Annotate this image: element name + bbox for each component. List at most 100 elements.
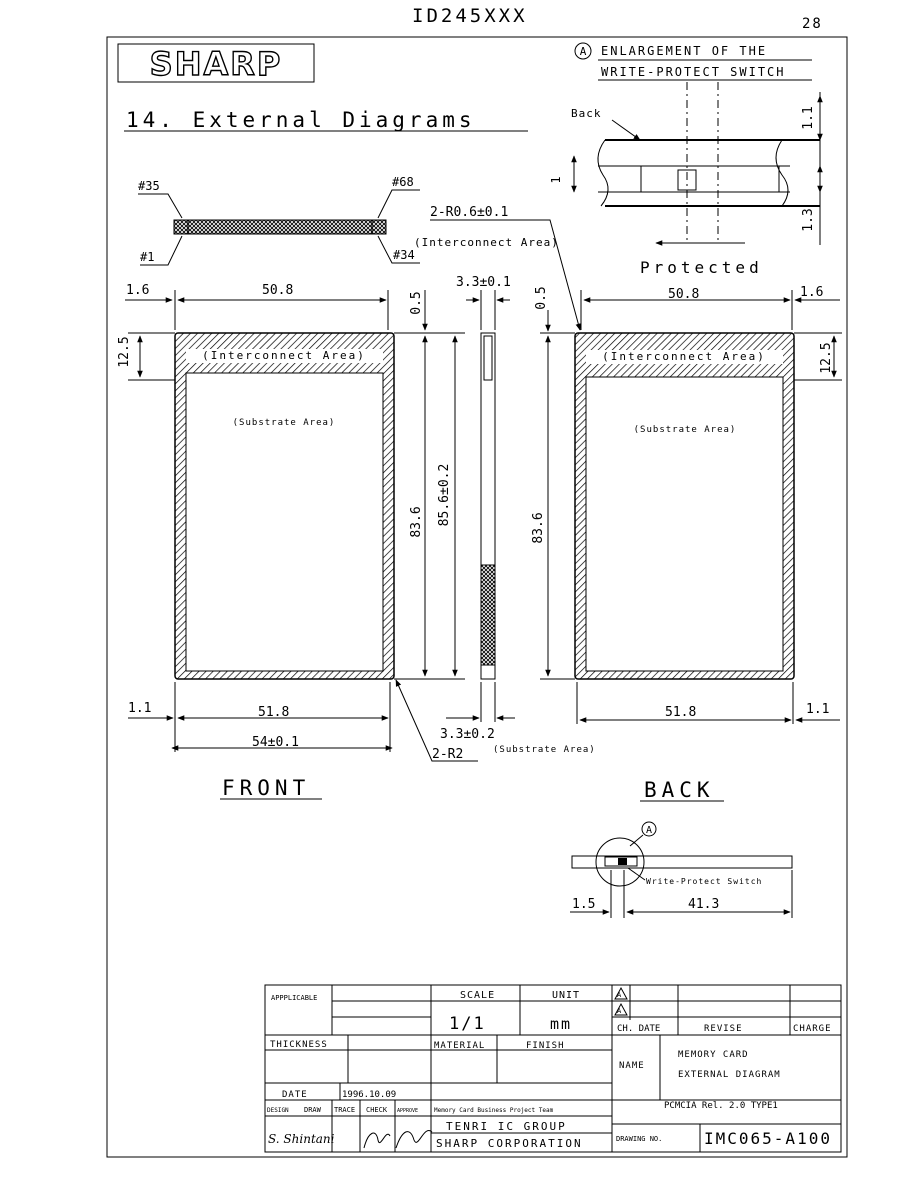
switch-detail-circle (595, 837, 645, 887)
scale-label: SCALE (460, 990, 495, 1001)
front-dim-1-1: 1.1 (128, 701, 151, 716)
back-interconnect-label: (Interconnect Area) (602, 350, 766, 363)
material-label: MATERIAL (434, 1041, 485, 1051)
switch-location-view: A Write-Protect Switch 1.5 41.3 (570, 821, 793, 918)
group-name: TENRI IC GROUP (446, 1120, 567, 1133)
connector-edge-view: #35 #68 #1 #34 (138, 175, 420, 266)
back-dim-1-1: 1.1 (806, 702, 829, 717)
pin-34-label: #34 (393, 248, 415, 262)
drawing-frame (106, 36, 848, 1158)
front-dim-50-8: 50.8 (262, 283, 293, 298)
section-title: 14. External Diagrams (126, 108, 476, 132)
charge-label: CHARGE (793, 1024, 832, 1034)
applicable-label: APPPLICABLE (271, 994, 317, 1002)
back-label: Back (571, 107, 602, 120)
scale-value: 1/1 (449, 1014, 486, 1034)
rev-mark-1: A (617, 991, 622, 999)
corner-radius-callout: 2-R0.6±0.1 (430, 205, 508, 220)
front-dim-54: 54±0.1 (252, 735, 299, 750)
revision-triangle-2 (614, 1002, 628, 1016)
back-dim-1-6: 1.6 (800, 285, 823, 300)
check-signature-scribble (395, 1129, 433, 1149)
date-value: 1996.10.09 (342, 1090, 396, 1100)
draw-label: DRAW (304, 1106, 322, 1114)
switch-dim-1-5: 1.5 (572, 897, 595, 912)
thickness-top-dim: 3.3±0.1 (456, 275, 511, 290)
design-label: DESIGN (267, 1107, 289, 1114)
front-dim-0-5: 0.5 (409, 291, 424, 314)
corner-r2-callout: 2-R2 (432, 747, 463, 762)
dim-mid-1: 1 (549, 176, 563, 183)
finish-label: FINISH (526, 1041, 565, 1051)
document-number: ID245XXX (412, 5, 528, 27)
drawing-number: IMC065-A100 (704, 1129, 832, 1148)
sharp-logo: SHARP (117, 43, 315, 84)
dim-top-1-1: 1.1 (801, 106, 816, 129)
front-substrate-label: (Substrate Area) (233, 418, 336, 428)
back-substrate-area (585, 376, 784, 672)
revision-triangle-1 (614, 986, 628, 1000)
pin-35-label: #35 (138, 179, 160, 193)
back-dim-51-8: 51.8 (665, 705, 696, 720)
back-dim-83-6: 83.6 (531, 512, 546, 543)
trace-signature-scribble (363, 1132, 391, 1149)
page-number: 28 (802, 16, 823, 32)
front-dim-1-6: 1.6 (126, 283, 149, 298)
front-substrate-area (185, 372, 384, 672)
unit-label: UNIT (552, 990, 580, 1001)
enlargement-title-line1: ENLARGEMENT OF THE (601, 44, 767, 58)
back-substrate-label: (Substrate Area) (634, 425, 737, 435)
designer-signature: S. Shintani (268, 1132, 335, 1146)
front-dim-51-8: 51.8 (258, 705, 289, 720)
side-view: 3.3±0.1 3.3±0.2 (Substrate Area) (440, 275, 596, 755)
enlargement-title-line2: WRITE-PROTECT SWITCH (601, 65, 786, 79)
marker-a-2-label: A (646, 825, 652, 836)
write-protect-switch-label: Write-Protect Switch (646, 877, 762, 886)
marker-circle-a-2 (641, 821, 657, 837)
back-label: BACK (644, 778, 715, 802)
card-side-profile (480, 332, 496, 680)
back-view: (Interconnect Area) (Substrate Area) 50.… (531, 285, 842, 802)
back-dim-50-8: 50.8 (668, 287, 699, 302)
drawing-no-label: DRAWING NO. (616, 1135, 662, 1143)
thickness-label: THICKNESS (270, 1040, 328, 1050)
switch-dim-41-3: 41.3 (688, 897, 719, 912)
switch-slot (640, 165, 780, 193)
ch-date-label: CH. DATE (617, 1024, 660, 1034)
spec-text: PCMCIA Rel. 2.0 TYPE1 (664, 1101, 778, 1111)
marker-a-label: A (580, 45, 587, 58)
dim-bottom-1-3: 1.3 (801, 208, 816, 231)
back-dim-0-5: 0.5 (534, 286, 549, 309)
name-label: NAME (619, 1061, 645, 1071)
name-line1: MEMORY CARD (678, 1050, 749, 1060)
svg-text:SHARP: SHARP (150, 45, 283, 83)
title-block: APPPLICABLE SCALE 1/1 UNIT mm A A CH. DA… (264, 984, 842, 1153)
thickness-bottom-dim: 3.3±0.2 (440, 727, 495, 742)
card-edge (571, 855, 793, 869)
name-line2: EXTERNAL DIAGRAM (678, 1070, 781, 1080)
rev-mark-2: A (617, 1007, 622, 1015)
front-dim-83-6: 83.6 (409, 506, 424, 537)
pin-1-label: #1 (140, 250, 154, 264)
trace-label: TRACE (334, 1106, 355, 1114)
date-label: DATE (282, 1090, 308, 1100)
pin-68-label: #68 (392, 175, 414, 189)
back-dim-12-5: 12.5 (819, 342, 834, 373)
unit-value: mm (550, 1015, 572, 1033)
revise-label: REVISE (704, 1024, 743, 1034)
marker-circle-a (574, 42, 592, 60)
front-dim-12-5: 12.5 (117, 336, 132, 367)
company-name: SHARP CORPORATION (436, 1137, 583, 1150)
front-label: FRONT (222, 776, 310, 800)
front-view: (Interconnect Area) (Substrate Area) 50.… (117, 283, 465, 800)
approve-label: APPROVE (397, 1108, 418, 1114)
substrate-area-callout: (Substrate Area) (493, 745, 596, 755)
protected-label: Protected (640, 258, 763, 277)
front-interconnect-label: (Interconnect Area) (202, 349, 366, 362)
check-label: CHECK (366, 1106, 388, 1114)
interconnect-area-note: (Interconnect Area) (414, 236, 559, 249)
write-protect-enlargement: A ENLARGEMENT OF THE WRITE-PROTECT SWITC… (549, 42, 823, 277)
team-name: Memory Card Business Project Team (434, 1107, 554, 1114)
front-dim-85-6: 85.6±0.2 (437, 464, 452, 527)
